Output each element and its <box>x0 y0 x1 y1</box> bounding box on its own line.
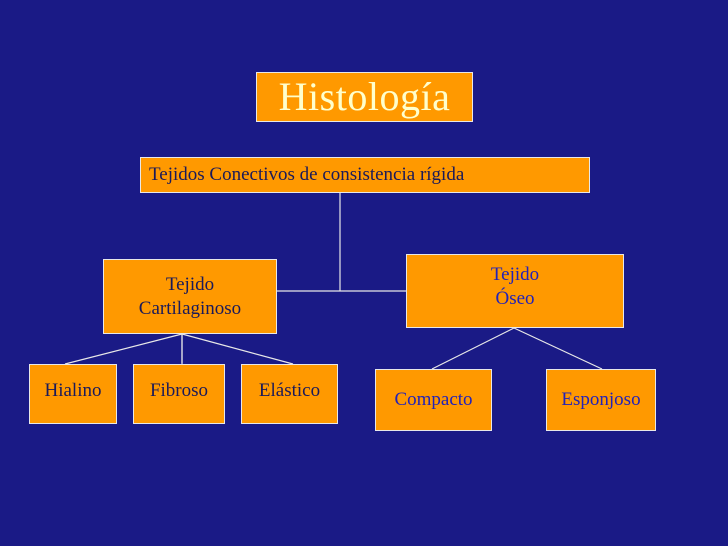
node-tejido-cartilaginoso: Tejido Cartilaginoso <box>103 259 277 334</box>
node-tejido-oseo: Tejido Óseo <box>406 254 624 328</box>
node-label-hialino: Hialino <box>44 380 102 401</box>
node-label-esponjoso: Esponjoso <box>561 389 641 411</box>
connector-to-compacto <box>431 327 515 370</box>
title-box: Histología <box>256 72 473 122</box>
node-label-compacto: Compacto <box>394 389 473 411</box>
connector-to-hialino <box>64 333 183 365</box>
node-compacto: Compacto <box>375 369 492 431</box>
node-hialino: Hialino <box>29 364 117 424</box>
node-fibroso: Fibroso <box>133 364 225 424</box>
node-label-oseo: Tejido Óseo <box>490 264 540 309</box>
node-label-cartilaginoso: Tejido Cartilaginoso <box>138 273 242 319</box>
node-label-fibroso: Fibroso <box>149 380 209 401</box>
node-elastico: Elástico <box>241 364 338 424</box>
node-esponjoso: Esponjoso <box>546 369 656 431</box>
subtitle-text: Tejidos Conectivos de consistencia rígid… <box>149 164 465 186</box>
connector-to-elastico <box>181 333 294 365</box>
connector-to-esponjoso <box>513 327 603 370</box>
page-title: Histología <box>278 74 451 119</box>
node-label-elastico: Elástico <box>258 380 321 401</box>
subtitle-box: Tejidos Conectivos de consistencia rígid… <box>140 157 590 193</box>
